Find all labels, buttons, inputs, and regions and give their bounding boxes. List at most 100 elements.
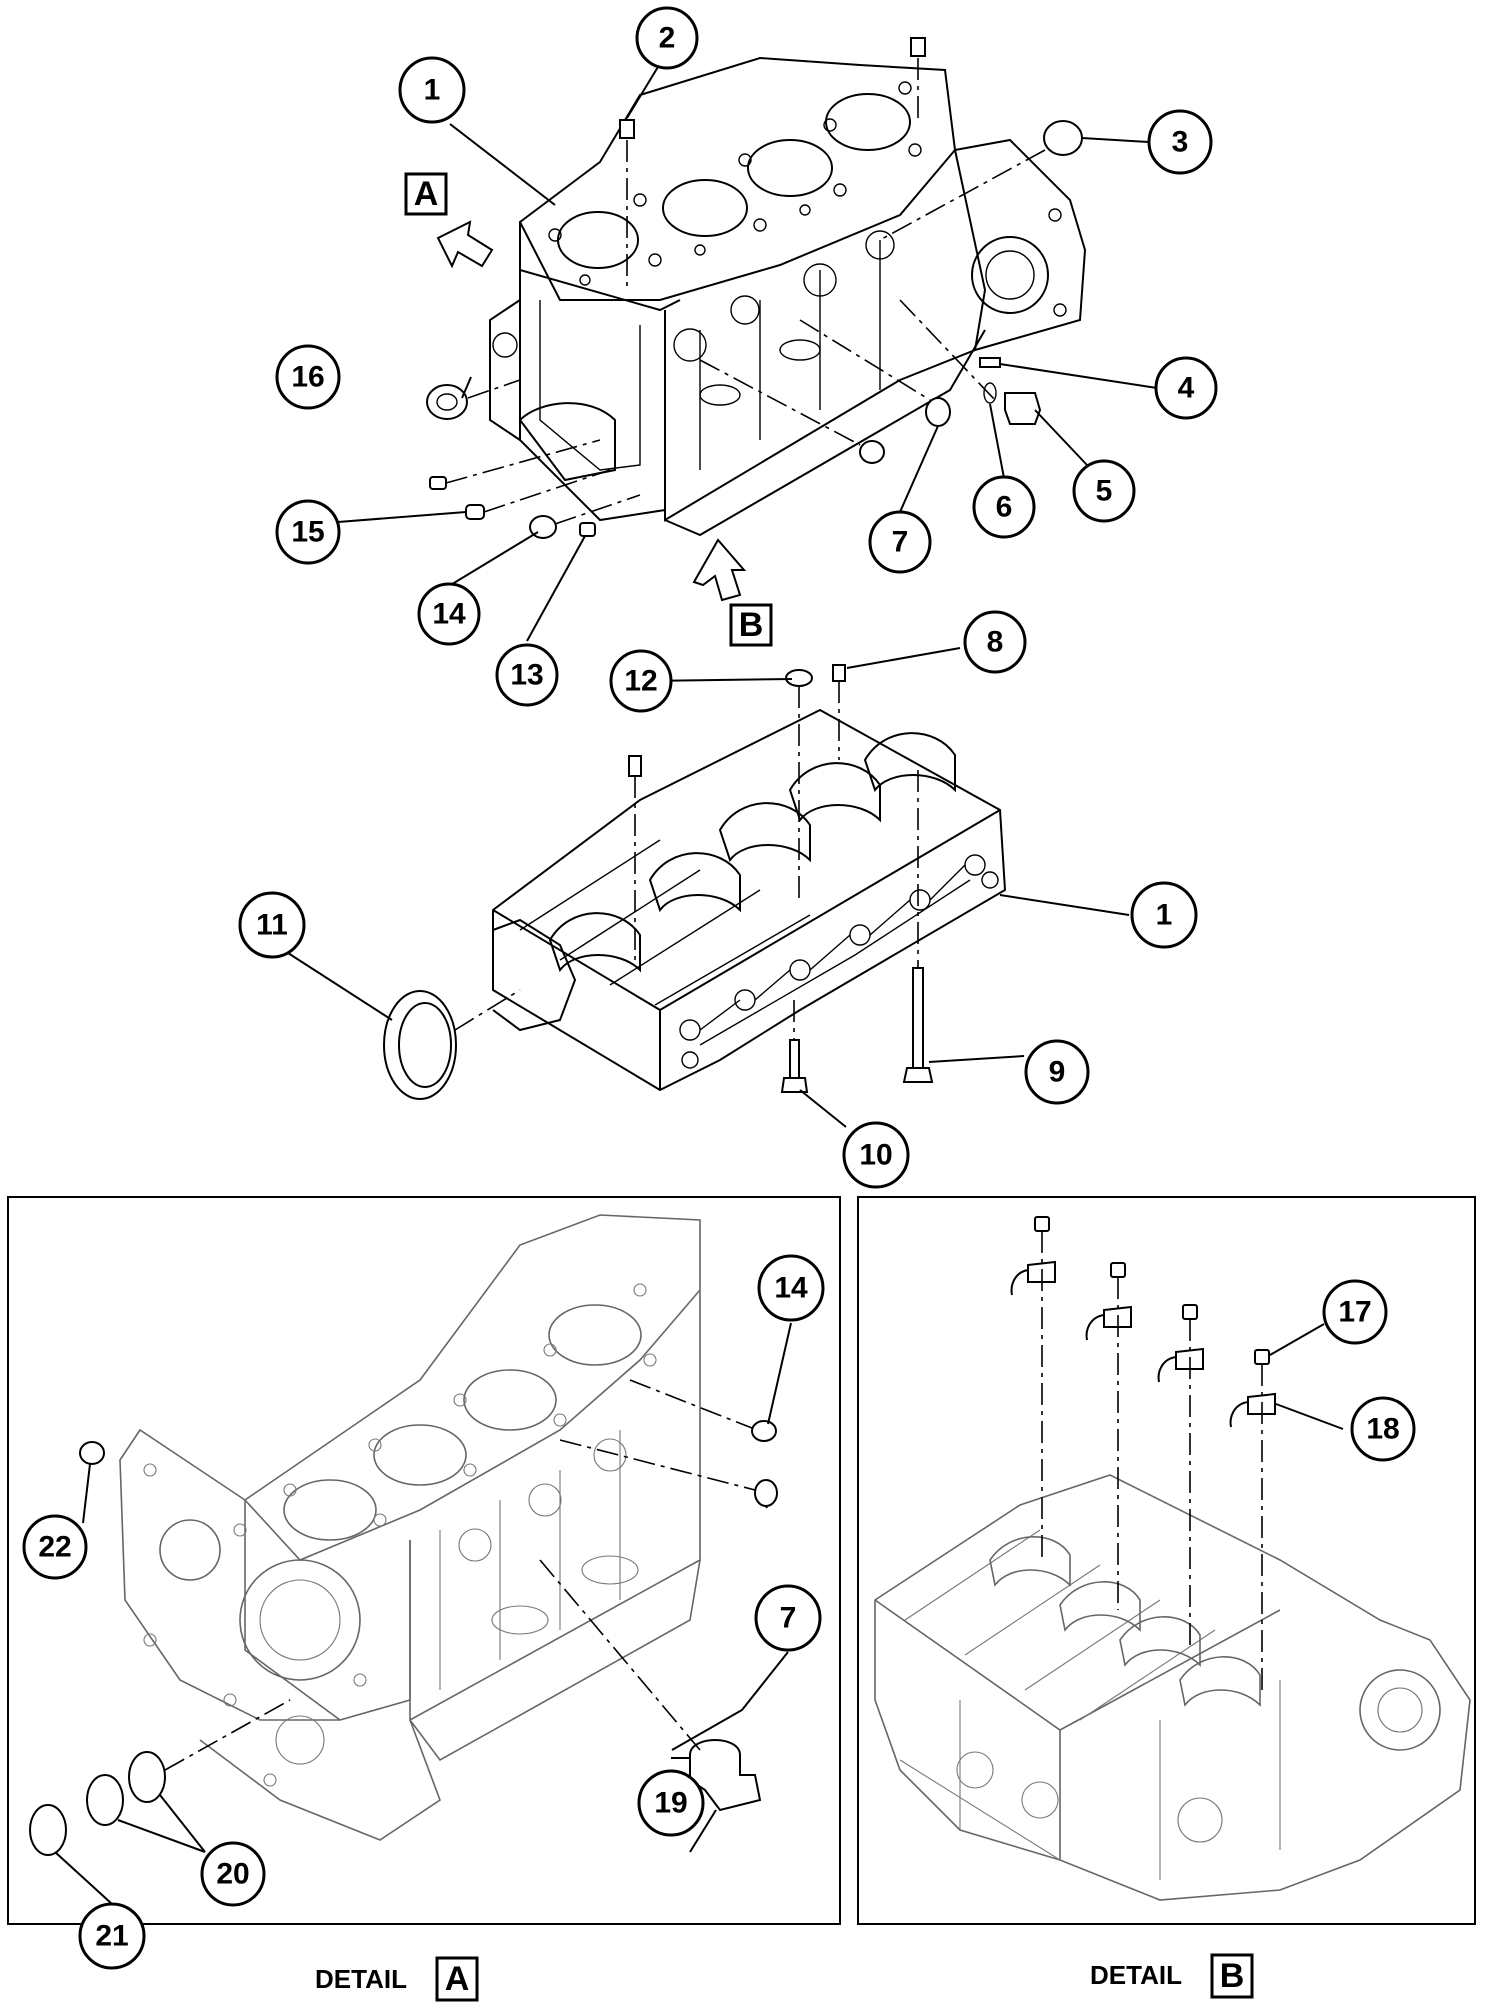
bush-20b [86, 1774, 124, 1826]
callout-14-top: 14 [417, 582, 481, 646]
svg-text:16: 16 [291, 361, 324, 394]
callout-6: 6 [972, 475, 1036, 539]
piston-jet-2 [1085, 1262, 1132, 1341]
svg-text:B: B [739, 606, 764, 644]
plug-15 [465, 504, 485, 520]
dowel-pin-b [910, 37, 926, 57]
bush-20a [128, 1751, 166, 1803]
svg-text:3: 3 [1172, 126, 1189, 159]
washer-6 [983, 382, 997, 404]
detail-a-panel [7, 1196, 841, 1925]
callout-20: 20 [200, 1841, 266, 1907]
svg-text:15: 15 [291, 516, 324, 549]
svg-text:21: 21 [95, 1920, 128, 1953]
callout-9: 9 [1024, 1039, 1090, 1105]
callout-12: 12 [609, 649, 673, 713]
main-bearing-saddle-3 [718, 802, 811, 863]
svg-text:13: 13 [510, 659, 543, 692]
callout-2: 2 [635, 6, 699, 70]
svg-text:6: 6 [996, 491, 1013, 524]
detail-b-word: DETAIL [1090, 1960, 1182, 1990]
view-marker-b: B [729, 603, 773, 647]
callout-22: 22 [22, 1514, 88, 1580]
cylinder-bore-1 [557, 211, 639, 269]
main-bearing-saddle-5 [863, 732, 956, 793]
svg-text:1: 1 [1156, 899, 1173, 932]
callout-16: 16 [275, 344, 341, 410]
detail-a-drawing [29, 1214, 778, 1856]
main-bearing-saddle-2 [648, 852, 741, 913]
callout-10: 10 [842, 1121, 910, 1189]
callout-13: 13 [495, 643, 559, 707]
detail-b-panel [857, 1196, 1476, 1925]
ring-14-detail [751, 1420, 777, 1442]
callout-19: 19 [637, 1769, 705, 1837]
detail-a-word: DETAIL [315, 1964, 407, 1994]
rear-oil-seal-11 [383, 990, 457, 1100]
detail-b-drawing [874, 1216, 1471, 1901]
piston-jet-1 [1010, 1216, 1056, 1296]
view-marker-a: A [404, 172, 448, 216]
svg-text:14: 14 [432, 598, 466, 631]
svg-text:4: 4 [1178, 372, 1195, 405]
piston-jet-4 [1229, 1349, 1276, 1428]
cylinder-block-top-view [426, 37, 1087, 602]
dowel-13 [579, 522, 596, 537]
svg-text:22: 22 [38, 1531, 71, 1564]
svg-text:2: 2 [659, 22, 676, 55]
main-bearing-saddle-4 [788, 762, 881, 823]
callout-4: 4 [1154, 356, 1218, 420]
callout-18: 18 [1350, 1396, 1416, 1462]
callout-1-middle: 1 [1130, 881, 1198, 949]
drain-plug-5 [1004, 392, 1042, 425]
callouts: 1 2 3 16 4 5 6 7 15 14 13 [22, 6, 1416, 1970]
svg-text:9: 9 [1049, 1056, 1066, 1089]
cylinder-bore-4 [825, 93, 911, 151]
bolt-10-head [780, 1077, 809, 1093]
bolt-9-shank [912, 967, 924, 1069]
callout-8: 8 [963, 610, 1027, 674]
svg-text:12: 12 [624, 665, 657, 698]
callout-7-detail-a: 7 [754, 1584, 822, 1652]
leader-lines [54, 51, 1344, 1905]
svg-text:11: 11 [256, 909, 288, 942]
detail-a-letter: A [435, 1956, 479, 2002]
callout-3: 3 [1147, 109, 1213, 175]
detail-b-caption: DETAIL B [1090, 1953, 1254, 1999]
plug-15-small [429, 476, 447, 490]
svg-text:18: 18 [1366, 1413, 1399, 1446]
callout-17: 17 [1322, 1279, 1388, 1345]
detail-b-letter: B [1210, 1953, 1254, 1999]
svg-text:7: 7 [780, 1602, 797, 1635]
callout-5: 5 [1072, 459, 1136, 523]
callout-14-detail-a: 14 [757, 1254, 825, 1322]
callout-1-top: 1 [398, 56, 466, 124]
plug-3 [1043, 120, 1083, 156]
svg-text:19: 19 [654, 1787, 687, 1820]
bolt-9-head [902, 1067, 934, 1083]
view-arrow-a [436, 220, 494, 269]
dowel-block-a [628, 755, 642, 777]
svg-text:10: 10 [859, 1139, 892, 1172]
main-bearing-saddle-1 [548, 912, 641, 973]
dowel-pin-a [619, 119, 635, 139]
o-ring-12 [785, 669, 813, 687]
cup-plug-7b [925, 397, 951, 427]
cup-plug-7a [859, 440, 885, 464]
callout-7-top: 7 [868, 510, 932, 574]
detail-a-caption: DETAIL A [315, 1956, 479, 2002]
svg-text:20: 20 [216, 1858, 249, 1891]
bolt-10-shank [789, 1039, 800, 1083]
svg-text:7: 7 [892, 526, 909, 559]
piston-jet-3 [1157, 1304, 1204, 1383]
cylinder-bore-2 [662, 179, 748, 237]
svg-text:17: 17 [1338, 1296, 1371, 1329]
view-arrow-b [692, 538, 747, 602]
dowel-8 [832, 664, 846, 682]
svg-text:A: A [414, 175, 439, 213]
seal-16 [426, 384, 468, 420]
svg-text:14: 14 [774, 1272, 808, 1305]
bolt-17 [1254, 1349, 1270, 1365]
callout-15: 15 [275, 499, 341, 565]
